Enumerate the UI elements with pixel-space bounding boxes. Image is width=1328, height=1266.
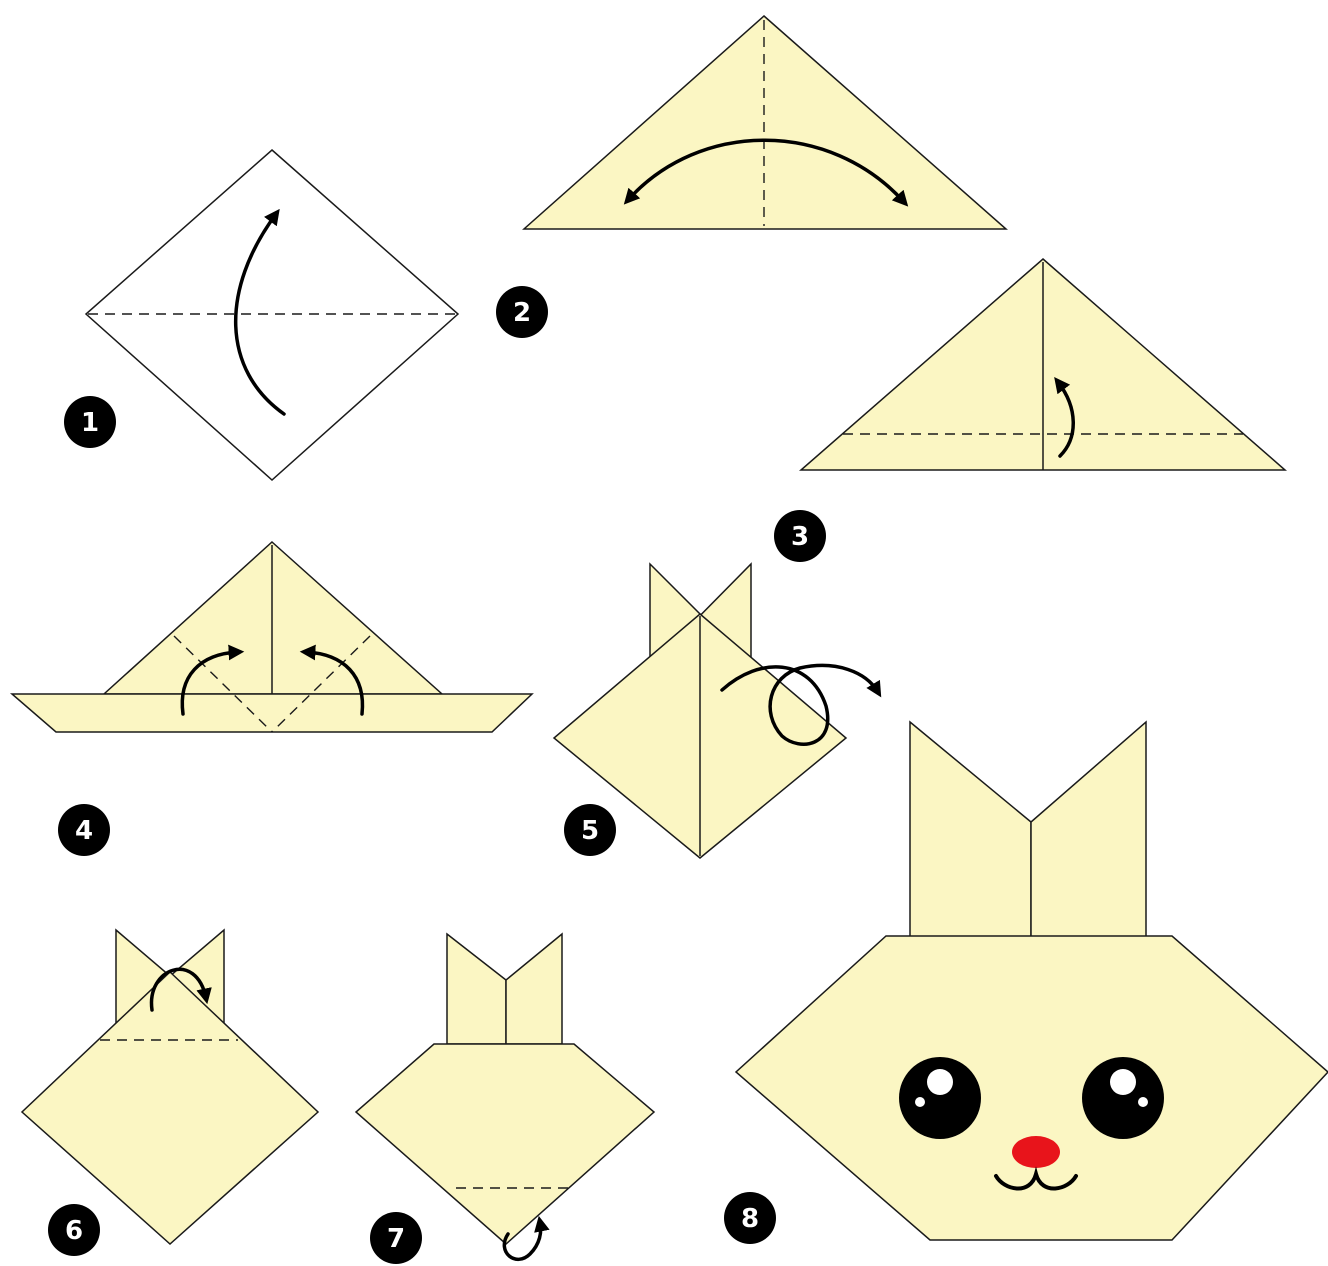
- step-1-square-paper: [86, 150, 458, 480]
- step-number-1: 1: [81, 408, 99, 438]
- step-8-head: [736, 936, 1328, 1240]
- step-badge-2: 2: [496, 286, 548, 338]
- step-number-5: 5: [581, 816, 599, 846]
- step-6-diamond-body: [22, 972, 318, 1244]
- nose: [1012, 1136, 1060, 1168]
- step-number-3: 3: [791, 522, 809, 552]
- step-6-diagram: [22, 930, 318, 1244]
- step-8-bunny-face: [736, 722, 1328, 1240]
- step-badge-8: 8: [724, 1192, 776, 1244]
- step-number-4: 4: [75, 816, 93, 846]
- step-badge-3: 3: [774, 510, 826, 562]
- step-badge-7: 7: [370, 1212, 422, 1264]
- step-2-triangle-paper: [524, 16, 1006, 229]
- step-number-2: 2: [513, 298, 531, 328]
- step-7-diagram: [356, 934, 654, 1259]
- step-1-diagram: [86, 150, 458, 480]
- step-8-right-ear: [1031, 722, 1146, 938]
- step-number-6: 6: [65, 1216, 83, 1246]
- step-badge-1: 1: [64, 396, 116, 448]
- step-4-upper-triangle: [104, 542, 442, 694]
- step-badge-5: 5: [564, 804, 616, 856]
- step-8-left-ear: [910, 722, 1031, 938]
- step-3-diagram: [801, 259, 1285, 470]
- step-badge-6: 6: [48, 1204, 100, 1256]
- step-4-diagram: [12, 542, 532, 732]
- step-4-folded-strip: [12, 694, 532, 732]
- step-number-8: 8: [741, 1204, 759, 1234]
- step-2-diagram: [524, 16, 1006, 229]
- step-badge-4: 4: [58, 804, 110, 856]
- right-eye: [1082, 1057, 1164, 1139]
- left-eye: [899, 1057, 981, 1139]
- step-7-right-ear: [506, 934, 562, 1044]
- step-7-left-ear: [447, 934, 506, 1044]
- step-number-7: 7: [387, 1224, 405, 1254]
